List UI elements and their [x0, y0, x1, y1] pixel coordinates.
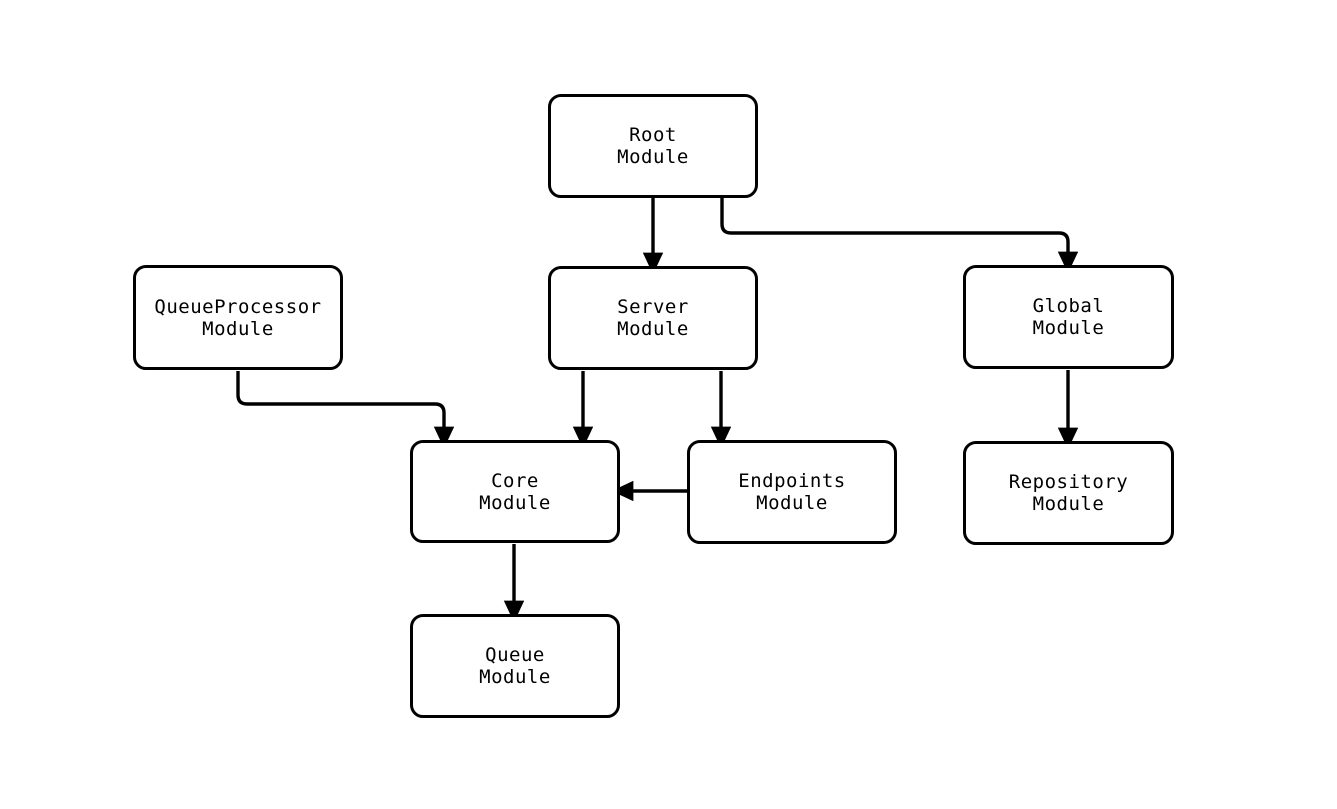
edge-root-global	[720, 198, 1079, 274]
node-global[interactable]: Global Module	[963, 265, 1174, 369]
node-label-core: Core Module	[479, 469, 551, 514]
node-label-server: Server Module	[617, 296, 689, 340]
node-label-global: Global Module	[1032, 295, 1105, 339]
node-label-root: Root Module	[617, 124, 689, 168]
node-endpoints[interactable]: Endpoints Module	[687, 440, 897, 544]
node-label-repository: Repository Module	[1008, 471, 1129, 515]
node-root[interactable]: Root Module	[548, 94, 758, 198]
node-queueprocessor[interactable]: QueueProcessor Module	[133, 265, 343, 370]
node-label-endpoints: Endpoints Module	[738, 470, 846, 514]
edge-queueprocessor-core	[236, 371, 455, 449]
node-queue[interactable]: Queue Module	[410, 614, 620, 718]
node-label-queueprocessor: QueueProcessor Module	[154, 295, 322, 340]
node-repository[interactable]: Repository Module	[963, 441, 1174, 545]
node-core[interactable]: Core Module	[410, 440, 620, 543]
node-server[interactable]: Server Module	[548, 266, 758, 370]
node-label-queue: Queue Module	[479, 644, 551, 688]
